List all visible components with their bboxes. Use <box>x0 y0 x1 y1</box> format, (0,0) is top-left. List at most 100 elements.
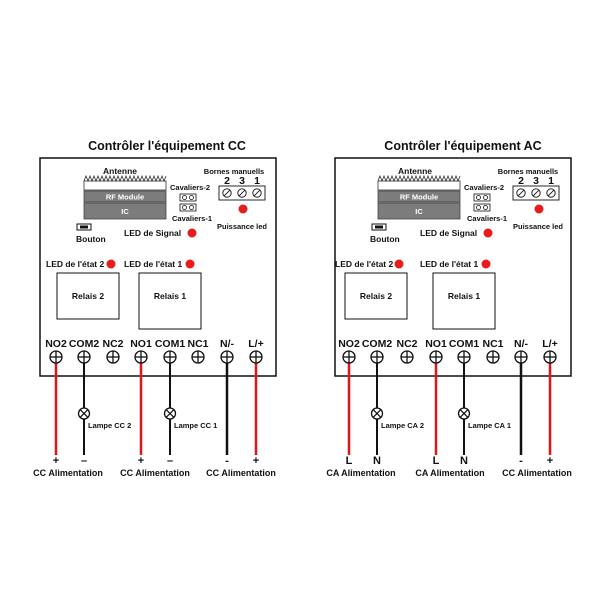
signal-led-label: LED de Signal <box>420 228 477 238</box>
signal-led-label: LED de Signal <box>124 228 181 238</box>
screw-terminal-icons <box>49 350 263 364</box>
jumper1-label: Cavaliers-1 <box>467 214 507 223</box>
power-supply-label: CC Alimentation <box>120 468 190 478</box>
pin-label: 3 <box>239 175 245 187</box>
terminal-label-pos: L/+ <box>542 338 557 350</box>
state2-led-label: LED de l'état 2 <box>46 259 105 269</box>
panel-title: Contrôler l'équipement AC <box>384 139 541 153</box>
state2-led-label: LED de l'état 2 <box>335 259 394 269</box>
terminal-label-no2: NO2 <box>338 338 360 350</box>
polarity-sign: – <box>167 455 173 467</box>
rf-module-label: RF Module <box>400 193 438 202</box>
ic-label: IC <box>121 207 129 216</box>
power-supply-label: CC Alimentation <box>33 468 103 478</box>
terminal-label-nc2: NC2 <box>396 338 417 350</box>
phase-sign: L <box>346 455 353 467</box>
pin-label: 1 <box>548 175 554 187</box>
lamp1-label: Lampe CA 1 <box>468 421 511 430</box>
phase-sign: N <box>373 455 381 467</box>
state2-led-icon <box>394 259 404 269</box>
screw-terminal-icons <box>342 350 557 364</box>
rf-module-label: RF Module <box>106 193 144 202</box>
relay1-label: Relais 1 <box>448 291 480 301</box>
relay2-box <box>56 272 120 320</box>
state1-led-icon <box>481 259 491 269</box>
panel-title: Contrôler l'équipement CC <box>88 139 246 153</box>
terminal-label-neg: N/- <box>514 338 529 350</box>
phase-sign: N <box>460 455 468 467</box>
ic-label: IC <box>415 207 423 216</box>
terminal-label-no1: NO1 <box>425 338 447 350</box>
manual-terminal-block-icon <box>218 185 266 201</box>
antenna-label: Antenne <box>103 166 137 176</box>
relay1-box <box>138 272 202 330</box>
button-label: Bouton <box>76 234 106 244</box>
panel-cc: Contrôler l'équipement CC Antenne RF Mod… <box>33 139 277 478</box>
jumper1-icon <box>179 203 197 212</box>
polarity-sign: – <box>81 455 87 467</box>
jumper1-label: Cavaliers-1 <box>172 214 212 223</box>
ic-chip <box>377 202 461 220</box>
terminal-label-com1: COM1 <box>155 338 185 350</box>
terminal-label-no1: NO1 <box>130 338 152 350</box>
relay1-label: Relais 1 <box>154 291 186 301</box>
power-led-label: Puissance led <box>513 222 563 231</box>
power-led-label: Puissance led <box>217 222 267 231</box>
antenna-label: Antenne <box>398 166 432 176</box>
polarity-sign: - <box>225 455 229 467</box>
phase-sign: L <box>433 455 440 467</box>
power-supply-label: CA Alimentation <box>415 468 484 478</box>
panel-ac: Contrôler l'équipement AC Antenne RF Mod… <box>326 139 572 478</box>
pin-label: 2 <box>224 175 230 187</box>
polarity-sign: + <box>53 455 59 467</box>
state1-led-icon <box>185 259 195 269</box>
manual-terminal-block-icon <box>512 185 560 201</box>
polarity-sign: + <box>253 455 259 467</box>
polarity-sign: - <box>519 455 523 467</box>
button-icon <box>76 223 92 231</box>
jumper2-icon <box>473 193 491 202</box>
relay2-box <box>344 272 408 320</box>
lamp-icon <box>370 407 384 420</box>
polarity-sign: + <box>547 455 553 467</box>
power-led-icon <box>534 204 544 214</box>
power-supply-label: CC Alimentation <box>502 468 572 478</box>
lamp-icon <box>457 407 471 420</box>
antenna-icon <box>83 174 167 191</box>
power-supply-label: CC Alimentation <box>206 468 276 478</box>
terminal-label-com2: COM2 <box>362 338 392 350</box>
lamp1-label: Lampe CC 1 <box>174 421 217 430</box>
button-icon <box>371 223 387 231</box>
power-supply-label: CA Alimentation <box>326 468 395 478</box>
jumper2-label: Cavaliers-2 <box>464 183 504 192</box>
relay2-label: Relais 2 <box>360 291 392 301</box>
jumper1-icon <box>473 203 491 212</box>
terminal-label-nc1: NC1 <box>187 338 208 350</box>
signal-led-icon <box>483 228 493 238</box>
terminal-label-com2: COM2 <box>69 338 99 350</box>
manual-terminals-label: Bornes manuells <box>204 167 264 176</box>
pin-label: 3 <box>533 175 539 187</box>
rf-module-chip <box>377 190 461 203</box>
state1-led-label: LED de l'état 1 <box>420 259 479 269</box>
rf-module-chip <box>83 190 167 203</box>
power-led-icon <box>238 204 248 214</box>
antenna-icon <box>377 174 461 191</box>
manual-terminals-label: Bornes manuells <box>498 167 558 176</box>
signal-led-icon <box>187 228 197 238</box>
relay1-box <box>432 272 496 330</box>
jumper2-label: Cavaliers-2 <box>170 183 210 192</box>
terminal-label-nc2: NC2 <box>102 338 123 350</box>
polarity-sign: + <box>138 455 144 467</box>
terminal-label-pos: L/+ <box>248 338 263 350</box>
lamp-icon <box>77 407 91 420</box>
wires <box>347 363 552 455</box>
terminal-label-nc1: NC1 <box>482 338 503 350</box>
lamp-icon <box>163 407 177 420</box>
wires <box>54 363 258 455</box>
lamp2-label: Lampe CA 2 <box>381 421 424 430</box>
relay2-label: Relais 2 <box>72 291 104 301</box>
pin-label: 1 <box>254 175 260 187</box>
terminal-label-com1: COM1 <box>449 338 479 350</box>
